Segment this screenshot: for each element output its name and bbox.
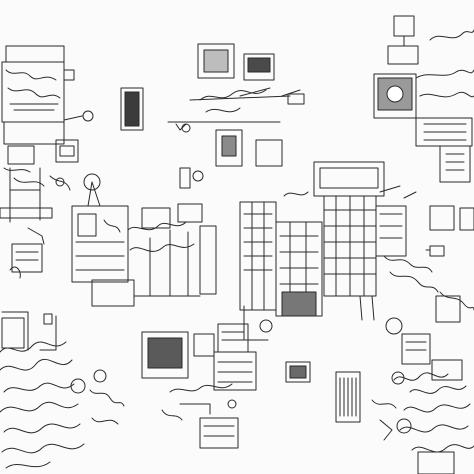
cluster-top-right-console	[373, 15, 474, 183]
cluster-top-center-monitors	[120, 43, 305, 189]
cluster-center-right-tower	[375, 185, 474, 335]
cluster-bottom-left-foliage	[0, 266, 125, 469]
cluster-bottom-center-panels	[141, 323, 361, 449]
cluster-center-building-blocks	[239, 161, 385, 341]
cluster-top-left-machinery	[0, 45, 94, 223]
cluster-bottom-right-foliage	[371, 333, 474, 474]
cluster-center-left-apparatus	[11, 173, 217, 307]
